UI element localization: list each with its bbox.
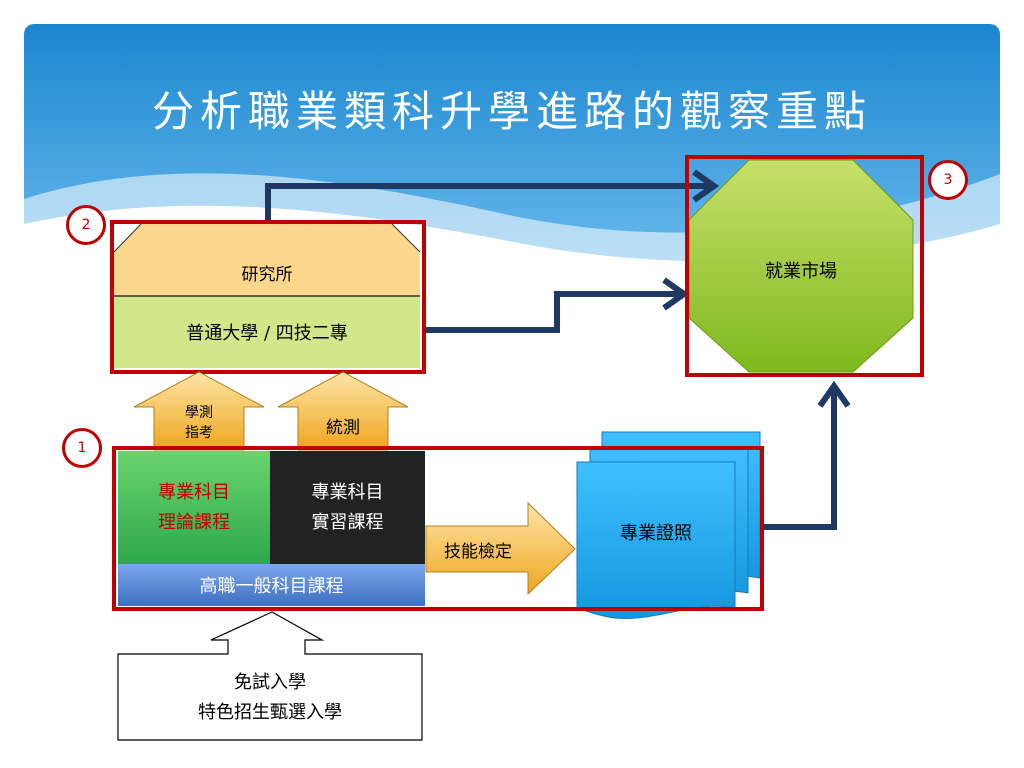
entry-callout: [117, 611, 423, 741]
slide-title: 分析職業類科升學進路的觀察重點: [151, 87, 872, 136]
marker-1: 1: [62, 428, 102, 468]
exam-academic-label: 學測 指考: [185, 405, 213, 441]
arrow-certificate-to-market: [746, 380, 851, 530]
higher-education-block: [110, 220, 426, 374]
general-course-label: 高職一般科目課程: [199, 576, 344, 597]
skill-test-arrow: [425, 501, 576, 596]
exam-unified-label: 統測: [326, 417, 360, 438]
employment-market: [685, 155, 924, 377]
skill-test-label: 技能檢定: [444, 541, 512, 562]
university-label: 普通大學 / 四技二專: [186, 323, 348, 344]
graduate-school-label: 研究所: [241, 264, 293, 285]
vocational-frame: [112, 446, 764, 611]
employment-market-label: 就業市場: [765, 261, 837, 282]
theory-course-label: 專業科目 理論課程: [158, 481, 230, 533]
arrow-graduate-to-market: [265, 169, 720, 224]
arrow-university-to-market: [426, 277, 690, 333]
certificate-label: 專業證照: [620, 523, 692, 544]
exam-arrow-academic: [133, 371, 265, 451]
certificate-documents: [576, 431, 761, 619]
marker-2: 2: [66, 205, 106, 245]
entry-label: 免試入學 特色招生甄選入學: [198, 672, 342, 723]
practice-course-label: 專業科目 實習課程: [311, 481, 384, 533]
marker-3: 3: [928, 160, 968, 200]
exam-arrow-unified: [277, 371, 409, 451]
